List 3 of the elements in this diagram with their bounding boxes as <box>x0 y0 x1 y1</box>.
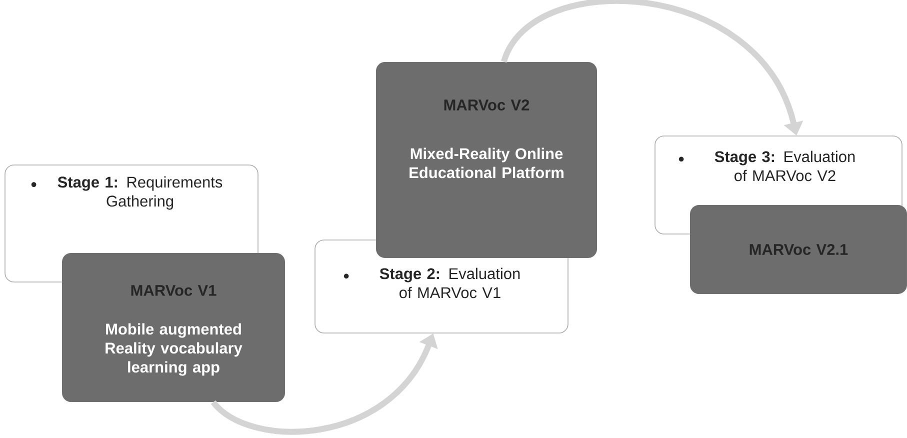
version-box: MARVoc V2 Mixed-Reality Online Educational Platform <box>376 62 597 258</box>
version-box: MARVoc V1 Mobile augmented Reality vocabulary learning app <box>62 252 285 402</box>
version-box: MARVoc V2.1 <box>690 204 907 294</box>
